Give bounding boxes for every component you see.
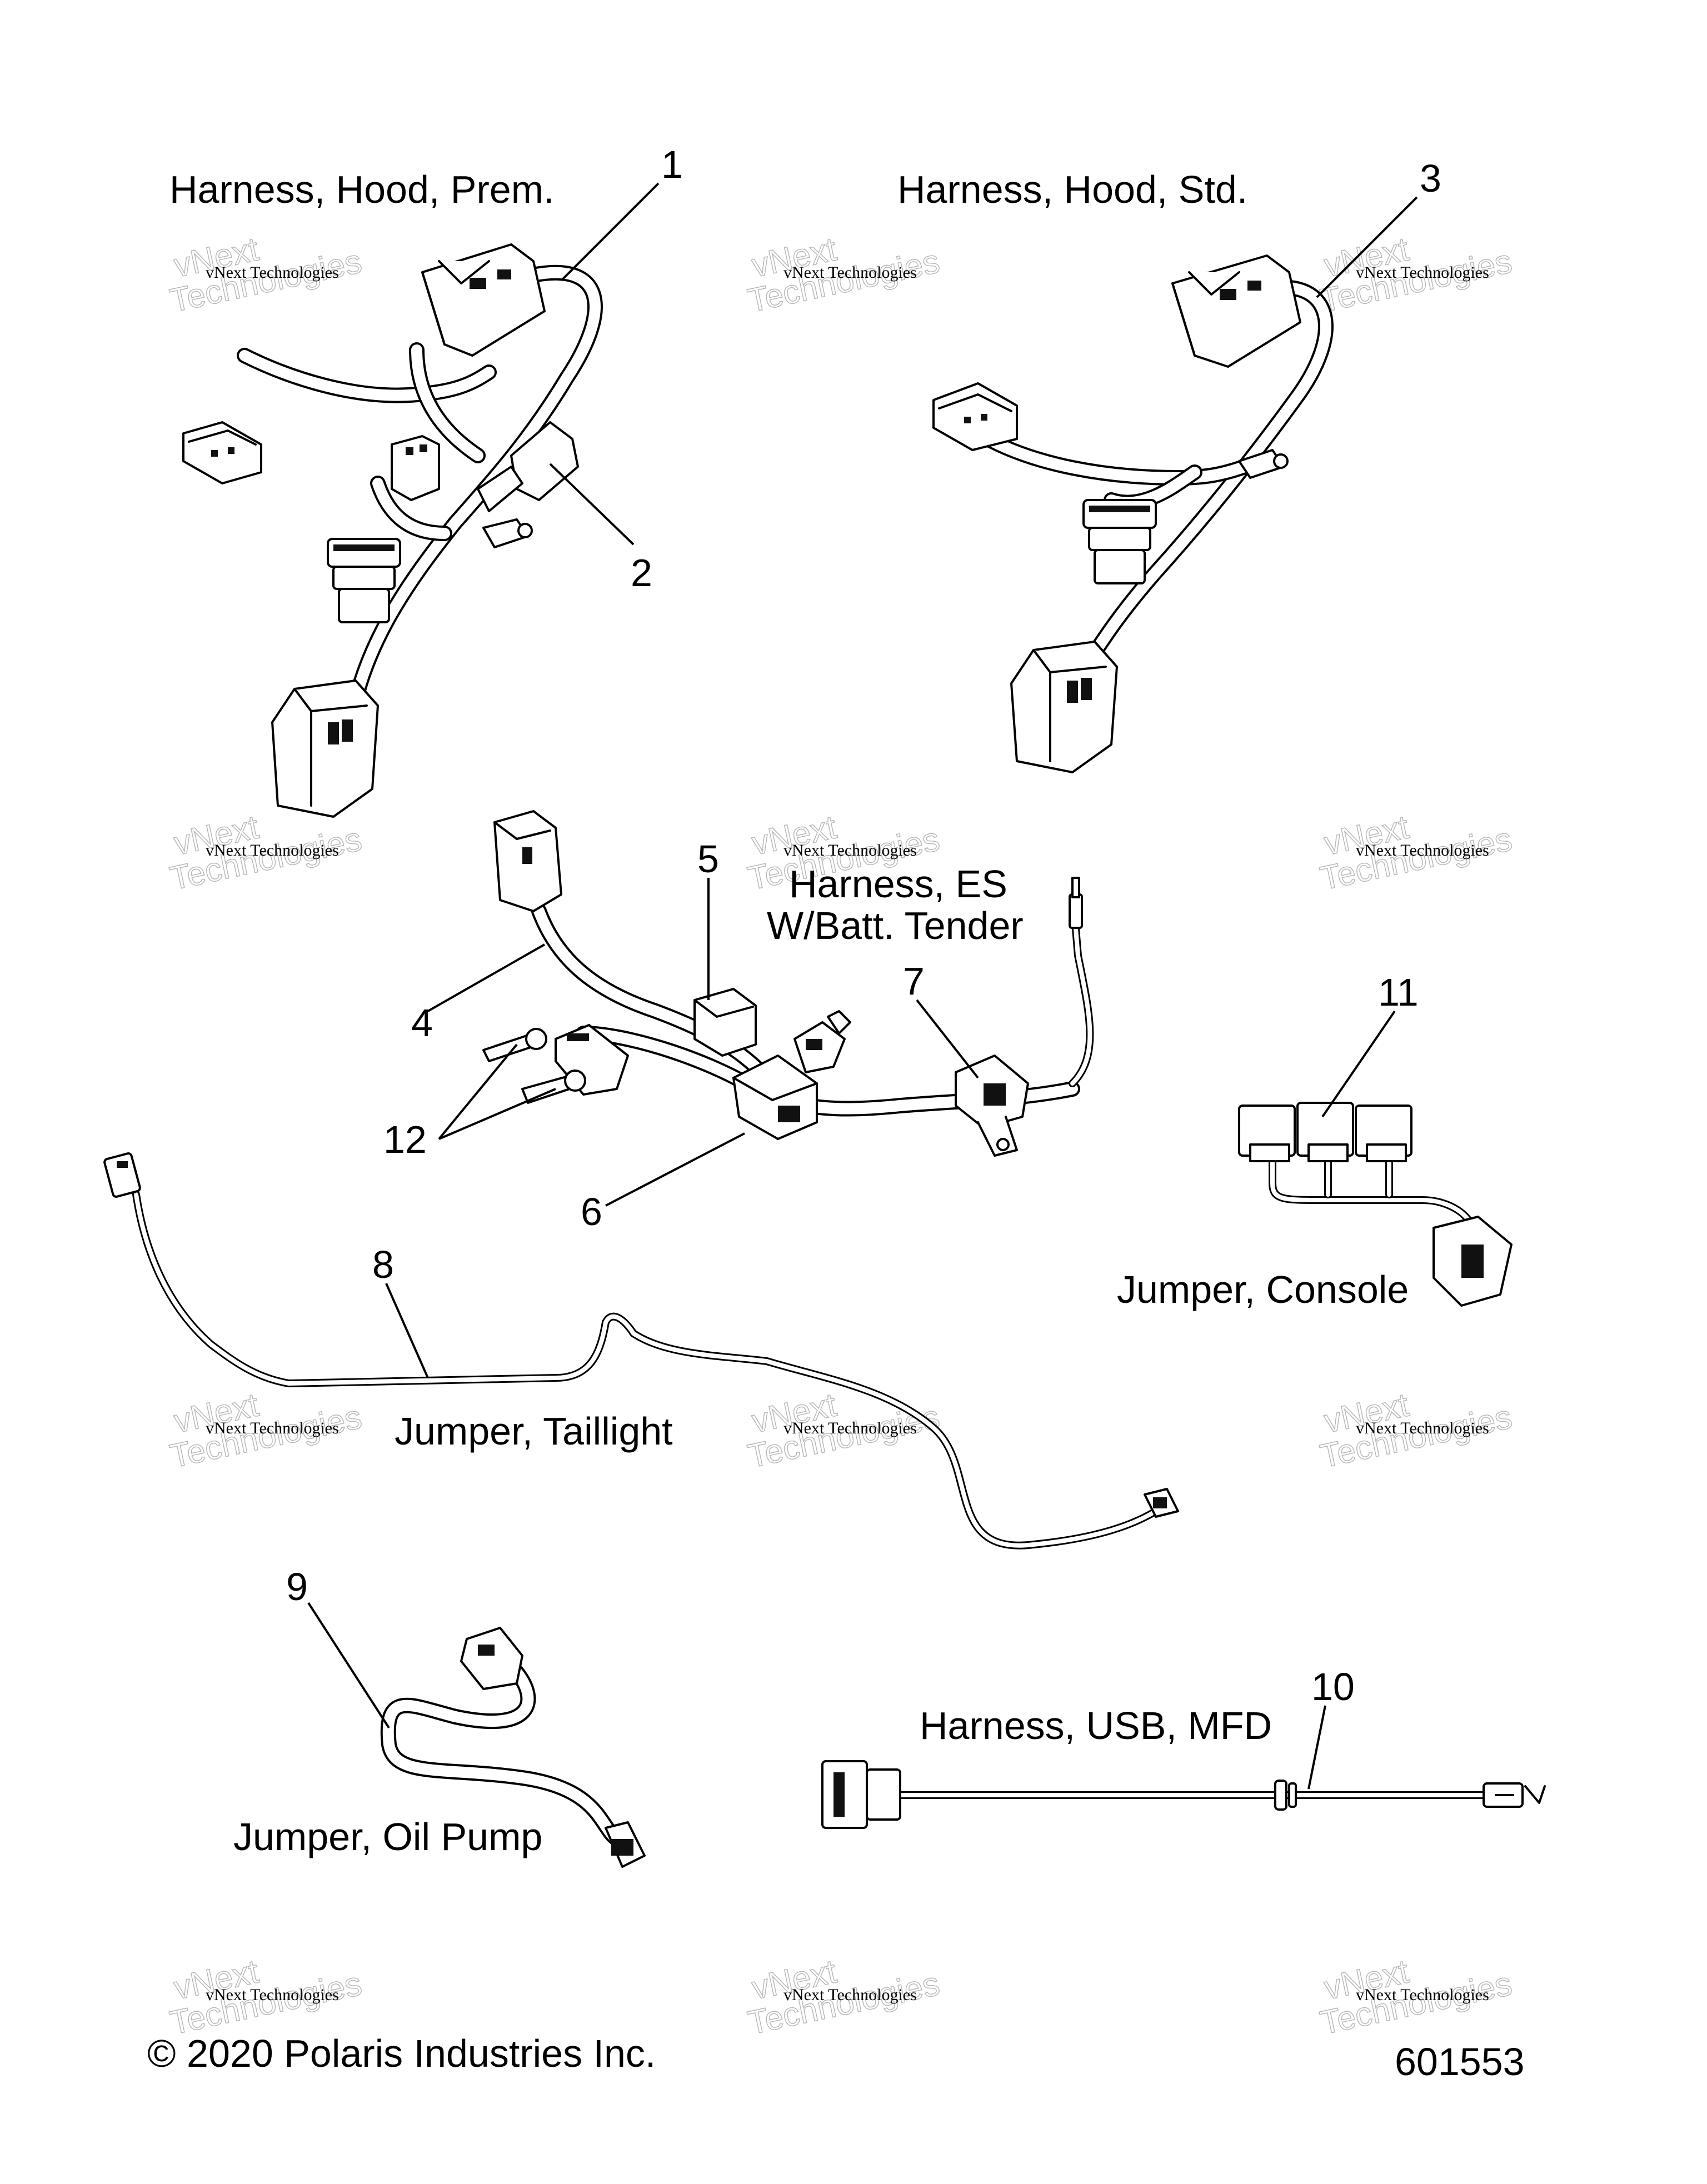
- relay-socket-2: [1296, 1102, 1354, 1162]
- label-jumper-taillight: Jumper, Taillight: [395, 1410, 673, 1453]
- callout-12: 12: [383, 1118, 427, 1161]
- footer: © 2020 Polaris Industries Inc. 601553: [147, 2032, 1525, 2083]
- label-harness-hood-prem: Harness, Hood, Prem.: [169, 168, 554, 211]
- svg-text:vNext Technologies: vNext Technologies: [206, 1419, 339, 1437]
- svg-text:vNext Technologies: vNext Technologies: [1356, 1419, 1489, 1437]
- svg-text:vNext Technologies: vNext Technologies: [1356, 841, 1489, 859]
- figure-number: 601553: [1395, 2040, 1525, 2083]
- svg-text:vNext Technologies: vNext Technologies: [206, 841, 339, 859]
- copyright-notice: © 2020 Polaris Industries Inc.: [147, 2032, 656, 2075]
- connector-taillight-end: [1144, 1488, 1179, 1518]
- connector-usb-left: [821, 1760, 901, 1829]
- round-connector-std: [1082, 499, 1157, 584]
- label-harness-es-line2: W/Batt. Tender: [767, 904, 1024, 947]
- jumper-oil-pump: [380, 1627, 646, 1868]
- callout-3: 3: [1420, 157, 1441, 200]
- relay-socket-3: [1355, 1105, 1412, 1162]
- connector-console: [1433, 1216, 1513, 1307]
- fuse-holder-item-6: [732, 1054, 818, 1140]
- connector-oil-pump-top: [460, 1627, 523, 1690]
- callout-6: 6: [581, 1190, 602, 1233]
- clip-prem: [482, 518, 533, 548]
- leader-lines: [307, 182, 1418, 1790]
- label-harness-es-line1: Harness, ES: [789, 862, 1007, 906]
- connector-left-std: [932, 382, 1018, 451]
- label-jumper-console: Jumper, Console: [1117, 1268, 1409, 1311]
- watermark: vNext Technologies vNext Technologies: [744, 230, 943, 320]
- jumper-taillight: [103, 1152, 1179, 1550]
- callout-5: 5: [697, 837, 719, 881]
- watermark: vNext Technologies vNext Technologies: [166, 1386, 365, 1476]
- jumper-console: [1238, 1102, 1513, 1307]
- watermark: vNext Technologies vNext Technologies: [1316, 1952, 1515, 2042]
- svg-text:vNext Technologies: vNext Technologies: [783, 1419, 917, 1437]
- watermark: vNext Technologies vNext Technologies: [1316, 808, 1515, 898]
- harness-usb-mfd: [821, 1760, 1546, 1829]
- harness-hood-std: [932, 254, 1334, 773]
- watermark: vNext Technologies vNext Technologies: [1316, 230, 1515, 320]
- callout-7: 7: [903, 959, 925, 1003]
- watermark: vNext Technologies vNext Technologies: [166, 1952, 365, 2042]
- harness-hood-prem: [182, 243, 603, 818]
- callout-2: 2: [631, 551, 652, 594]
- svg-text:vNext Technologies: vNext Technologies: [783, 263, 917, 282]
- label-harness-hood-std: Harness, Hood, Std.: [897, 168, 1247, 211]
- push-rivets-item-12: [482, 1028, 586, 1104]
- callout-4: 4: [411, 1001, 433, 1044]
- callout-8: 8: [372, 1243, 394, 1286]
- svg-text:vNext Technologies: vNext Technologies: [783, 841, 917, 859]
- connector-taillight-top: [103, 1152, 141, 1198]
- inline-connector-item-2: [477, 421, 579, 512]
- callout-numbers: 1 2 3 4 5 6 7 8 9 10 11 12: [286, 143, 1441, 1708]
- relay-socket-1: [1238, 1105, 1296, 1162]
- clip-std: [1238, 449, 1289, 479]
- connector-oil-pump-end: [605, 1821, 646, 1868]
- fuse-holder-item-7: [955, 1054, 1029, 1157]
- connector-bottom-std: [1010, 641, 1118, 773]
- callout-1: 1: [661, 143, 683, 186]
- connector-top-std: [1171, 254, 1301, 368]
- label-jumper-oil-pump: Jumper, Oil Pump: [233, 1815, 542, 1858]
- callout-11: 11: [1378, 971, 1419, 1014]
- round-connector-prem: [327, 538, 401, 623]
- relay-connector-es: [793, 1010, 851, 1073]
- connector-top-prem: [421, 243, 546, 357]
- label-harness-usb-mfd: Harness, USB, MFD: [920, 1704, 1272, 1747]
- connector-left-prem: [182, 421, 262, 484]
- watermark: vNext Technologies vNext Technologies: [744, 1952, 943, 2042]
- assembly-labels: Harness, Hood, Prem. Harness, Hood, Std.…: [169, 168, 1409, 1858]
- callout-10: 10: [1311, 1665, 1355, 1708]
- svg-text:vNext Technologies: vNext Technologies: [783, 1986, 917, 2004]
- grommet-usb: [1274, 1780, 1297, 1811]
- svg-text:vNext Technologies: vNext Technologies: [206, 263, 339, 282]
- callout-9: 9: [286, 1565, 308, 1608]
- connector-bottom-prem: [271, 679, 379, 818]
- connector-es-top: [493, 810, 562, 912]
- watermark: vNext Technologies vNext Technologies: [166, 808, 365, 898]
- watermark: vNext Technologies vNext Technologies: [744, 1386, 943, 1476]
- cap-item-5: [693, 988, 757, 1057]
- svg-text:vNext Technologies: vNext Technologies: [206, 1986, 339, 2004]
- connector-vertical-prem: [391, 435, 440, 501]
- watermark: vNext Technologies vNext Technologies: [1316, 1386, 1515, 1476]
- jack-plug-es: [1069, 877, 1083, 929]
- svg-text:vNext Technologies: vNext Technologies: [1356, 1986, 1489, 2004]
- watermark: vNext Technologies vNext Technologies: [166, 230, 365, 320]
- svg-text:vNext Technologies: vNext Technologies: [1356, 263, 1489, 282]
- usb-plug: [1483, 1782, 1546, 1808]
